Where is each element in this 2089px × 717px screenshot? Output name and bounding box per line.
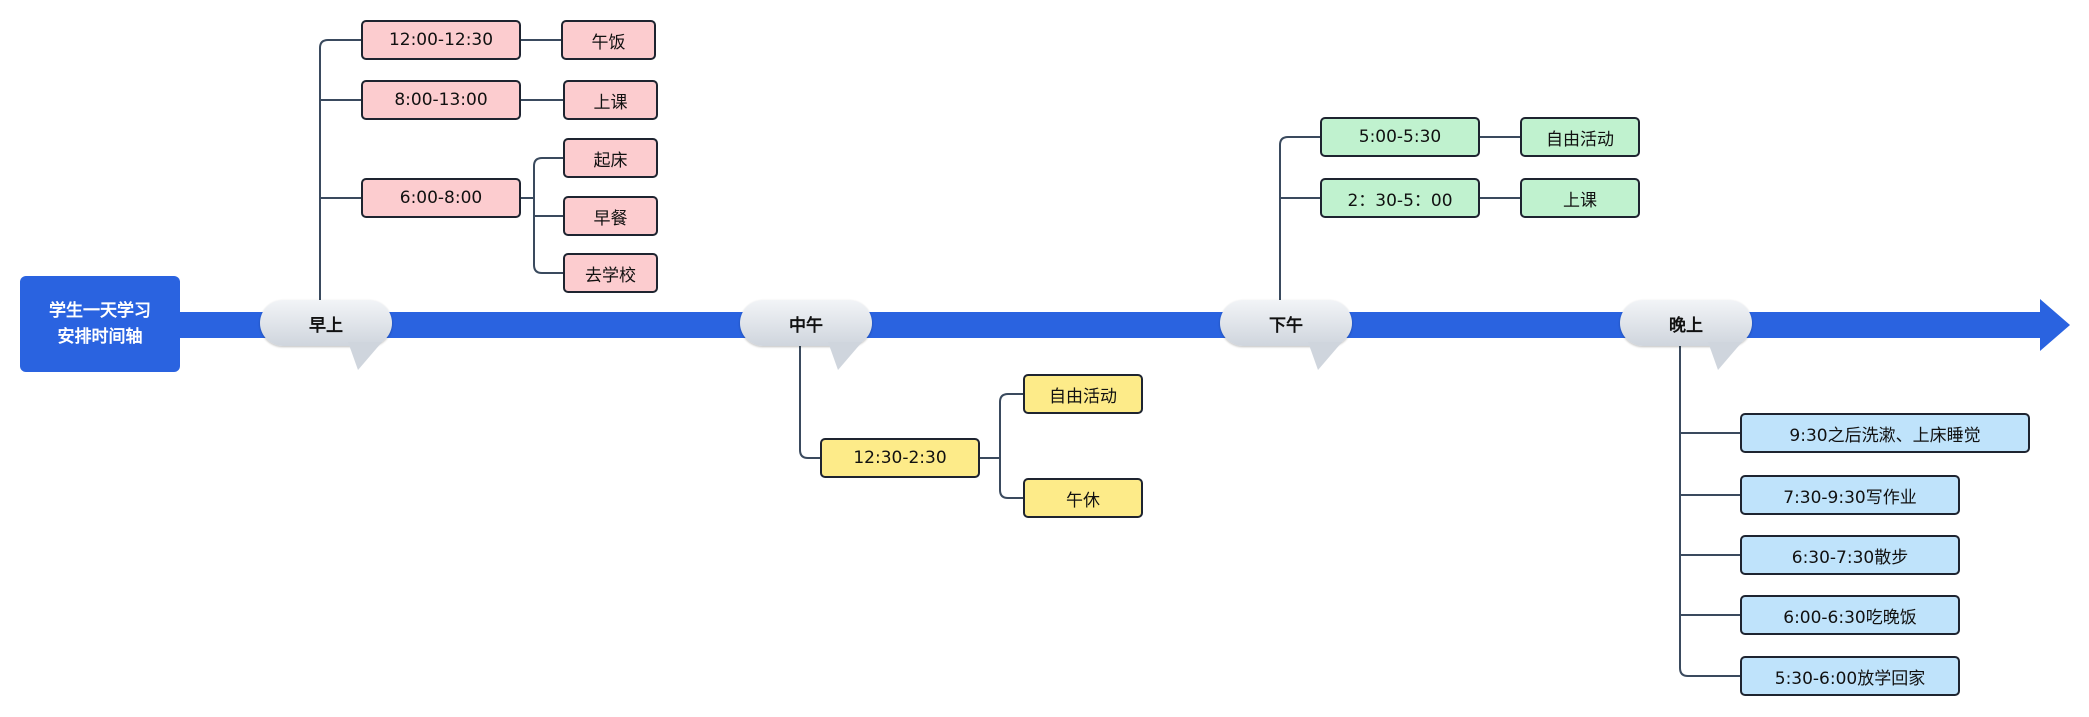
afternoon-item-node[interactable]: 自由活动	[1520, 117, 1640, 157]
morning-time-node[interactable]: 8:00-13:00	[361, 80, 521, 120]
afternoon-time-node[interactable]: 5:00-5:30	[1320, 117, 1480, 157]
connector-afternoon-trunk	[1279, 136, 1320, 305]
root-title-line2: 安排时间轴	[57, 327, 143, 347]
noon-item-node[interactable]: 自由活动	[1023, 374, 1143, 414]
afternoon-item-node[interactable]: 上课	[1520, 178, 1640, 218]
connector-noon-trunk	[799, 345, 820, 459]
period-evening-bubble[interactable]: 晚上	[1620, 300, 1752, 370]
period-afternoon-bubble[interactable]: 下午	[1220, 300, 1352, 370]
noon-item-node[interactable]: 午休	[1023, 478, 1143, 518]
period-noon-label: 中午	[789, 315, 823, 336]
timeline-arrow-head	[2040, 299, 2070, 351]
morning-time-node[interactable]: 12:00-12:30	[361, 20, 521, 60]
period-morning-label: 早上	[309, 315, 343, 336]
connector-noon-split	[980, 393, 1023, 499]
morning-item-node[interactable]: 早餐	[563, 196, 658, 236]
bubble-tail-evening	[1708, 342, 1742, 370]
noon-time-node[interactable]: 12:30-2:30	[820, 438, 980, 478]
evening-item-node[interactable]: 7:30-9:30写作业	[1740, 475, 1960, 515]
morning-item-node[interactable]: 上课	[563, 80, 658, 120]
connector-evening-trunk	[1679, 345, 1740, 677]
connector-wake-group	[520, 157, 563, 274]
morning-item-node[interactable]: 午饭	[561, 20, 656, 60]
evening-item-node[interactable]: 5:30-6:00放学回家	[1740, 656, 1960, 696]
period-noon-bubble[interactable]: 中午	[740, 300, 872, 370]
period-morning-bubble[interactable]: 早上	[260, 300, 392, 370]
morning-item-node[interactable]: 起床	[563, 138, 658, 178]
evening-item-node[interactable]: 6:00-6:30吃晚饭	[1740, 595, 1960, 635]
evening-item-node[interactable]: 9:30之后洗漱、上床睡觉	[1740, 413, 2030, 453]
connector-afternoon-items	[1480, 136, 1520, 199]
afternoon-time-node[interactable]: 2：30-5：00	[1320, 178, 1480, 218]
bubble-tail-noon	[828, 342, 862, 370]
morning-time-node[interactable]: 6:00-8:00	[361, 178, 521, 218]
morning-item-node[interactable]: 去学校	[563, 253, 658, 293]
bubble-tail-afternoon	[1308, 342, 1342, 370]
bubble-tail-morning	[348, 342, 382, 370]
period-evening-label: 晚上	[1669, 315, 1703, 336]
root-title-line1: 学生一天学习	[49, 301, 151, 321]
connector-morning-trunk	[319, 39, 361, 305]
root-title-node[interactable]: 学生一天学习 安排时间轴	[20, 276, 180, 372]
evening-item-node[interactable]: 6:30-7:30散步	[1740, 535, 1960, 575]
period-afternoon-label: 下午	[1269, 315, 1303, 336]
